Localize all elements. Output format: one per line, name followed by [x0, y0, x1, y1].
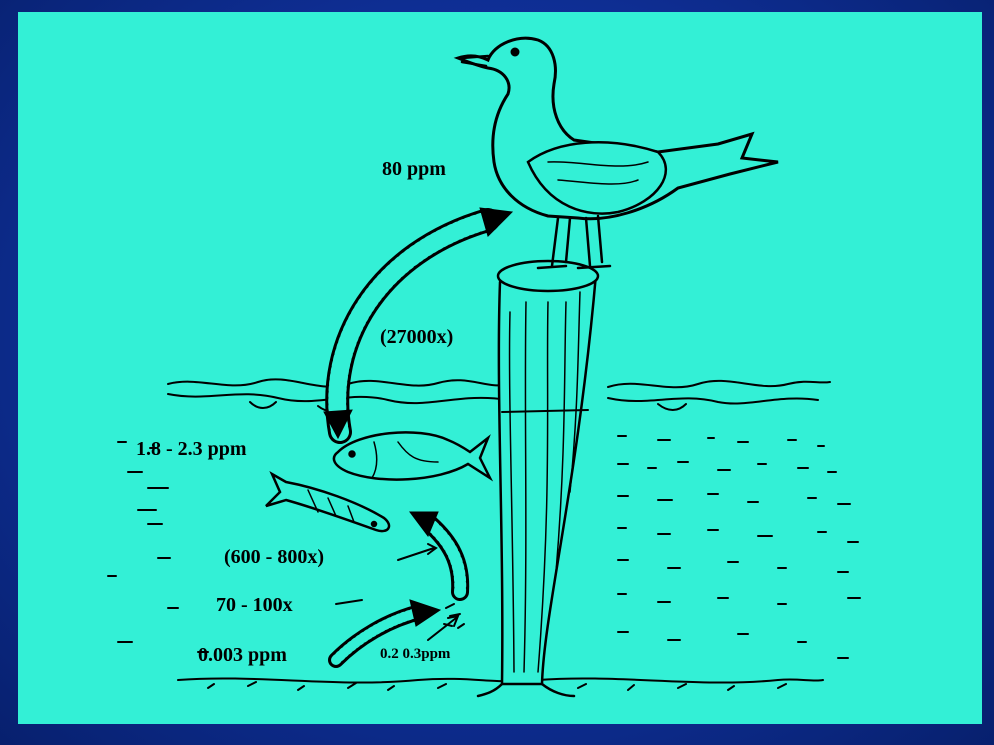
- water-concentration-label: 0.003 ppm: [198, 644, 287, 667]
- large-fish-illustration: [334, 432, 490, 479]
- fish-concentration-label: 1.8 - 2.3 ppm: [136, 438, 247, 461]
- fish-magnification-label: (600 - 800x): [224, 546, 324, 569]
- plankton-concentration-label: 0.2 0.3ppm: [380, 646, 450, 663]
- diagram-panel: 80 ppm (27000x) 1.8 - 2.3 ppm (600 - 800…: [18, 12, 982, 724]
- seagull-illustration: [458, 38, 778, 268]
- small-fish-illustration: [266, 474, 389, 531]
- arrow-label-pointer: [336, 544, 436, 604]
- gull-magnification-label: (27000x): [380, 326, 453, 349]
- wooden-post: [478, 261, 598, 696]
- gull-concentration-label: 80 ppm: [382, 158, 446, 181]
- arrow-plankton-to-fish: [410, 512, 460, 592]
- biomagnification-illustration: [18, 12, 982, 724]
- plankton-magnification-label: 70 - 100x: [216, 594, 293, 617]
